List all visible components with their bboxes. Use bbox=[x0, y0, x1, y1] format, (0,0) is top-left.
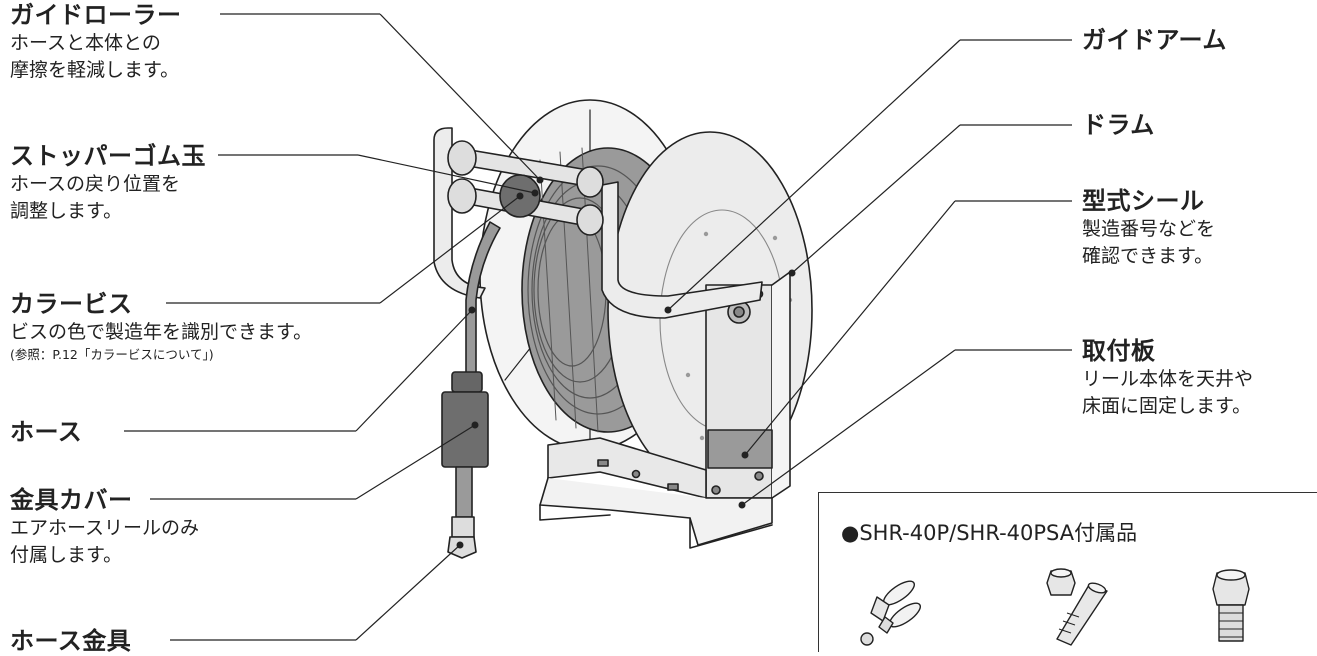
hose-title: ホース bbox=[10, 418, 83, 446]
accessories-box: ●SHR-40P/SHR-40PSA付属品 bbox=[818, 492, 1317, 652]
leader-dots bbox=[456, 176, 796, 549]
label-guide-roller: ガイドローラー ホースと本体との 摩擦を軽減します。 bbox=[10, 0, 182, 84]
fitting-cover-desc-2: 付属します。 bbox=[10, 544, 123, 566]
clamp-icon bbox=[860, 580, 921, 646]
guide-roller-desc-1: ホースと本体との bbox=[10, 32, 161, 54]
guide-arm-title: ガイドアーム bbox=[1082, 26, 1227, 54]
accessories-icons bbox=[860, 568, 1250, 646]
adapter-icon bbox=[1212, 569, 1250, 642]
label-drum: ドラム bbox=[1082, 110, 1155, 140]
color-screw-desc-1: ビスの色で製造年を識別できます。 bbox=[10, 321, 313, 343]
mounting-bracket bbox=[539, 271, 791, 549]
leader-lines bbox=[124, 13, 1072, 641]
label-guide-arm: ガイドアーム bbox=[1082, 25, 1227, 55]
accessories-title: ●SHR-40P/SHR-40PSA付属品 bbox=[841, 521, 1138, 545]
mounting-plate-desc-1: リール本体を天井や bbox=[1082, 368, 1254, 390]
label-stopper-ball: ストッパーゴム玉 ホースの戻り位置を 調整します。 bbox=[10, 141, 206, 225]
hanging-hose bbox=[441, 221, 501, 559]
color-screw-title: カラービス bbox=[10, 290, 133, 318]
fitting-cover-title: 金具カバー bbox=[10, 486, 133, 514]
guide-arm bbox=[601, 181, 763, 319]
label-model-seal: 型式シール 製造番号などを 確認できます。 bbox=[1082, 186, 1215, 270]
color-screw-note: (参照：P.12「カラービスについて」) bbox=[10, 347, 214, 362]
label-hose: ホース bbox=[10, 417, 82, 447]
fitting-cover-desc-1: エアホースリールのみ bbox=[10, 517, 200, 539]
guide-frame bbox=[433, 127, 486, 299]
drum-title: ドラム bbox=[1082, 111, 1155, 139]
model-seal-desc-2: 確認できます。 bbox=[1082, 245, 1214, 267]
stopper-desc-2: 調整します。 bbox=[10, 200, 123, 222]
mounting-plate-title: 取付板 bbox=[1082, 337, 1156, 365]
label-color-screw: カラービス ビスの色で製造年を識別できます。 (参照：P.12「カラービスについ… bbox=[10, 289, 312, 364]
nozzle-icon bbox=[1046, 568, 1108, 646]
guide-roller-title: ガイドローラー bbox=[10, 1, 182, 29]
model-seal-desc-1: 製造番号などを bbox=[1082, 218, 1216, 240]
label-hose-fitting: ホース金具 bbox=[10, 626, 131, 656]
label-fitting-cover: 金具カバー エアホースリールのみ 付属します。 bbox=[10, 485, 199, 569]
mounting-plate-desc-2: 床面に固定します。 bbox=[1082, 395, 1252, 417]
model-seal-title: 型式シール bbox=[1082, 187, 1205, 215]
hose-fitting-title: ホース金具 bbox=[10, 627, 132, 655]
label-mounting-plate: 取付板 リール本体を天井や 床面に固定します。 bbox=[1082, 336, 1253, 420]
stopper-title: ストッパーゴム玉 bbox=[10, 142, 206, 170]
stopper-desc-1: ホースの戻り位置を bbox=[10, 173, 181, 195]
guide-roller-desc-2: 摩擦を軽減します。 bbox=[10, 59, 180, 81]
